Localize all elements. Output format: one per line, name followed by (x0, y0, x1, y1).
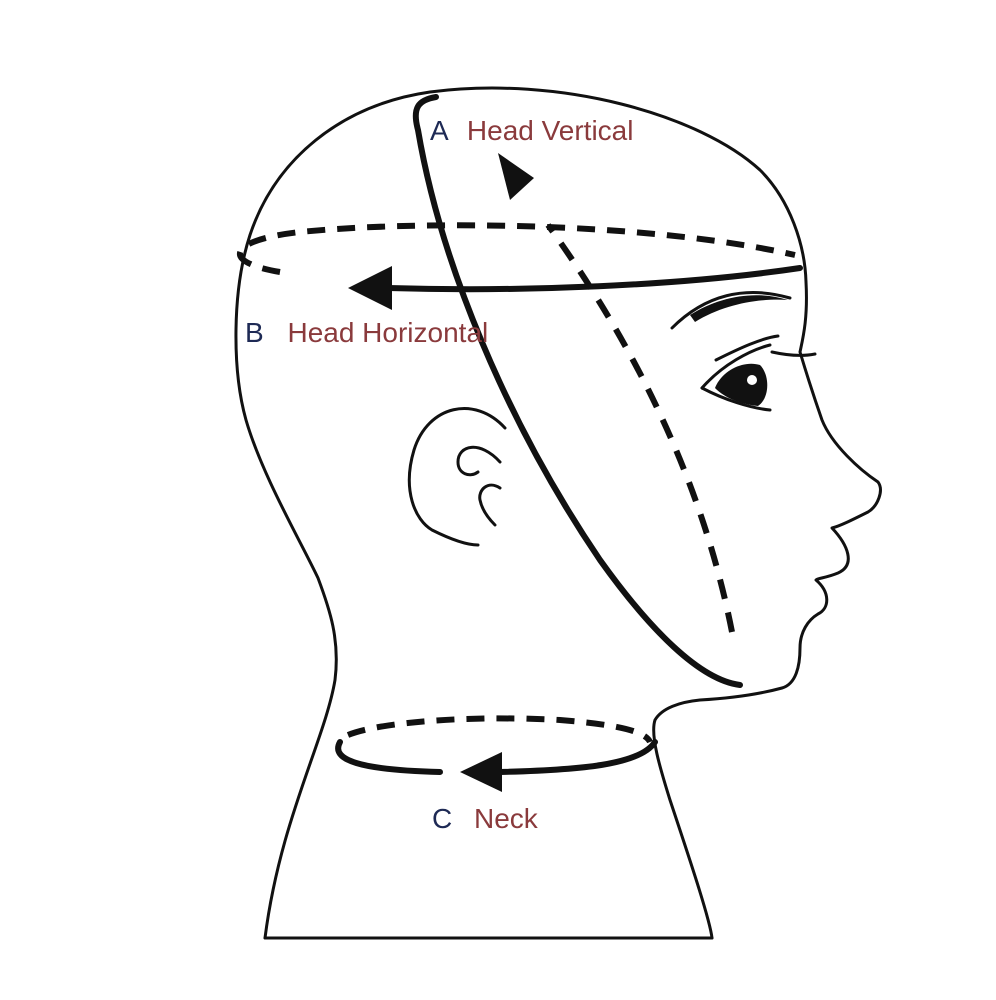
eye-lid-top (700, 343, 772, 390)
ear-inner (456, 445, 502, 477)
ear-lobe (478, 483, 502, 527)
label-c-letter: C (432, 803, 452, 834)
label-a-letter: A (430, 115, 449, 146)
neck-arrowhead (460, 752, 502, 792)
eye-highlight (747, 375, 757, 385)
head-vertical-curve (412, 94, 743, 688)
eye-lash (770, 350, 817, 357)
eyebrow-fill (690, 295, 788, 322)
neck-dashed-arc (346, 715, 653, 744)
label-b-letter: B (245, 317, 264, 348)
head-vertical-arrowhead (498, 153, 534, 200)
label-c: C Neck (432, 803, 539, 834)
eyebrow (670, 291, 792, 330)
neck-solid-arc-right (497, 739, 658, 775)
head-horizontal-arrowhead (348, 266, 392, 310)
label-b: B Head Horizontal (245, 317, 488, 348)
label-c-name: Neck (474, 803, 539, 834)
eye-crease (714, 334, 780, 362)
head-horizontal-solid-line (385, 265, 803, 293)
label-b-name: Head Horizontal (287, 317, 488, 348)
head-outline (234, 86, 882, 940)
eye-iris (715, 363, 768, 406)
neck-solid-arc (335, 739, 443, 775)
label-a-name: Head Vertical (467, 115, 634, 146)
head-horizontal-dashed-ellipse (237, 222, 796, 275)
label-a: A Head Vertical (430, 115, 633, 146)
ear-outer (407, 407, 507, 547)
eye-lid-bottom (700, 386, 772, 412)
